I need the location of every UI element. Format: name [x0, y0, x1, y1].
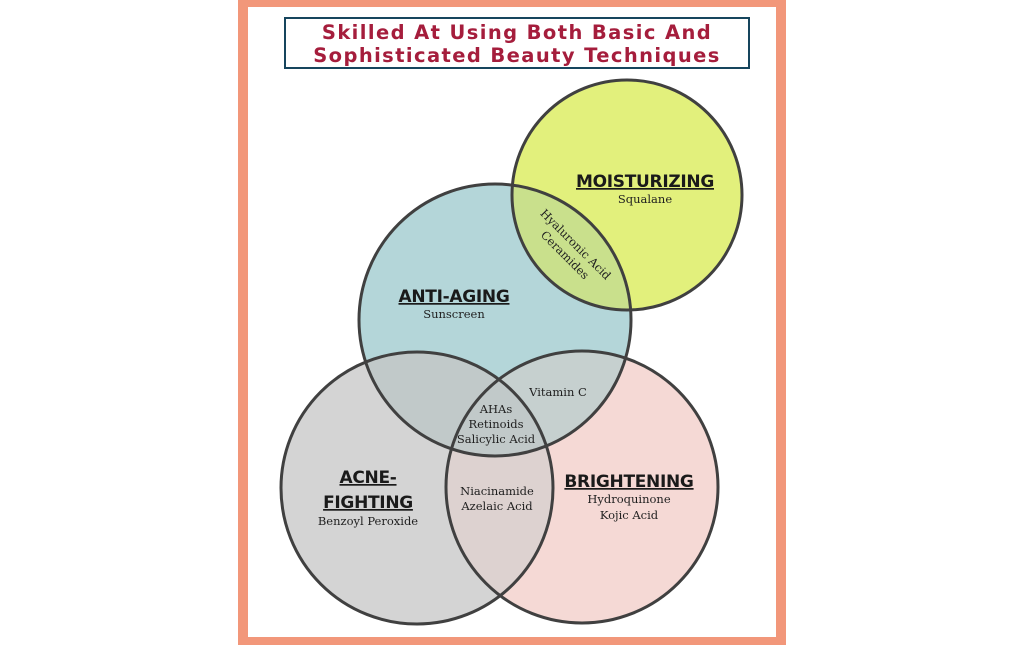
acne-fighting-outline	[279, 350, 555, 626]
overlap-item-niacinamide: Niacinamide	[460, 484, 534, 498]
anti-aging-item: Sunscreen	[423, 307, 485, 321]
acne-fighting-heading-line-1: ACNE-	[339, 468, 396, 488]
overlap-item-azelaic-acid: Azelaic Acid	[460, 499, 533, 513]
overlap-item-retinoids: Retinoids	[468, 417, 523, 431]
moisturizing-item: Squalane	[618, 192, 672, 206]
brightening-outline	[444, 349, 720, 625]
acne-fighting-heading-line-2: FIGHTING	[323, 493, 413, 513]
acne-fighting-item: Benzoyl Peroxide	[318, 514, 418, 528]
brightening-heading: BRIGHTENING	[564, 472, 693, 492]
anti-aging-outline	[357, 182, 633, 458]
moisturizing-heading: MOISTURIZING	[576, 172, 714, 192]
brightening-item-kojic-acid: Kojic Acid	[600, 508, 659, 522]
overlap-item-salicylic-acid: Salicylic Acid	[457, 432, 536, 446]
moisturizing-outline	[510, 78, 744, 312]
brightening-item-hydroquinone: Hydroquinone	[587, 492, 670, 506]
overlap-item-vitamin-c: Vitamin C	[528, 385, 587, 399]
overlap-item-ahas: AHAs	[479, 402, 513, 416]
anti-aging-heading: ANTI-AGING	[399, 287, 510, 307]
overlap-anti-aging-acne-fighting	[359, 352, 553, 456]
title-line-1: Skilled At Using Both Basic And	[321, 21, 713, 44]
title-box: Skilled At Using Both Basic And Sophisti…	[284, 17, 750, 69]
title-line-2: Sophisticated Beauty Techniques	[313, 44, 721, 67]
